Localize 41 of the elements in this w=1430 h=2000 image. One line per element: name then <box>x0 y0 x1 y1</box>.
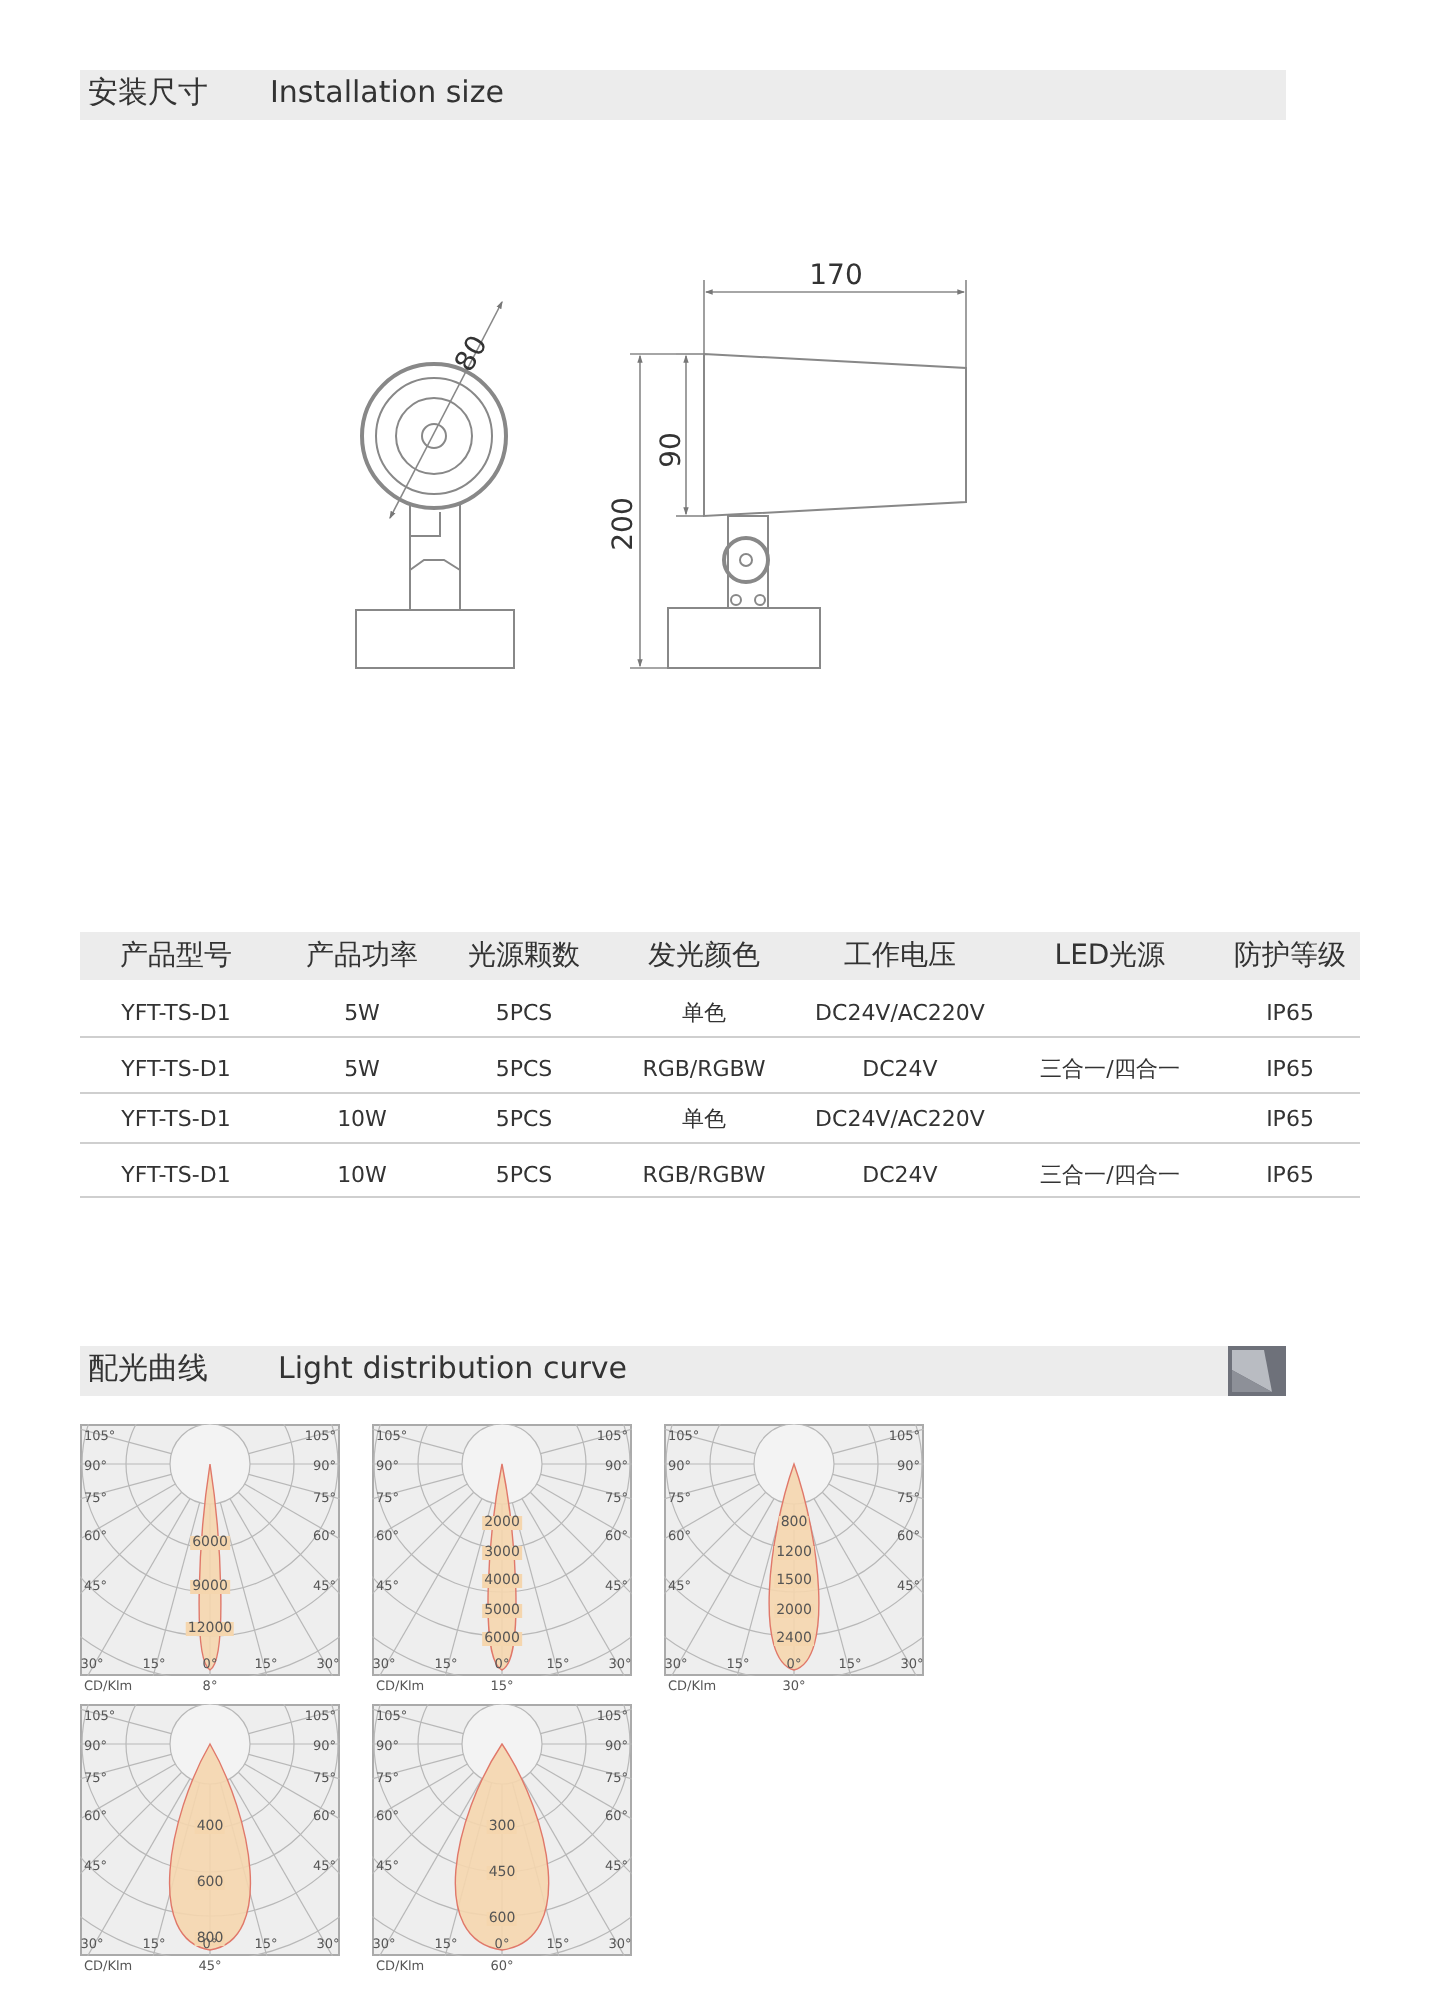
model-number: YFT-TS-D1 <box>121 1002 231 1024</box>
column-header: 发光颜色 <box>648 942 760 970</box>
dimension-label: 170 <box>809 262 863 290</box>
dimension-label: 90 <box>658 432 686 468</box>
column-header: 防护等级 <box>1234 942 1346 970</box>
protection-rating: IP65 <box>1266 1108 1314 1130</box>
voltage-value: DC24V/AC220V <box>815 1002 985 1024</box>
light-source-value: 三合一/四合一 <box>1040 1164 1180 1186</box>
column-header: LED光源 <box>1054 942 1166 970</box>
protection-rating: IP65 <box>1266 1002 1314 1024</box>
section-heading: Light distribution curve <box>278 1354 627 1384</box>
color-value: 单色 <box>682 1108 726 1130</box>
protection-rating: IP65 <box>1266 1058 1314 1080</box>
dimension-label: 80 <box>450 331 494 377</box>
voltage-value: DC24V <box>862 1058 938 1080</box>
column-header: 产品功率 <box>306 942 418 970</box>
column-header: 产品型号 <box>120 942 232 970</box>
quantity-value: 5PCS <box>495 1058 553 1080</box>
quantity-value: 5PCS <box>495 1108 553 1130</box>
light-source-value: 三合一/四合一 <box>1040 1058 1180 1080</box>
quantity-value: 5PCS <box>495 1164 553 1186</box>
column-header: 工作电压 <box>844 942 956 970</box>
protection-rating: IP65 <box>1266 1164 1314 1186</box>
color-value: RGB/RGBW <box>642 1164 766 1186</box>
color-value: RGB/RGBW <box>642 1058 766 1080</box>
model-number: YFT-TS-D1 <box>121 1108 231 1130</box>
power-value: 5W <box>344 1002 380 1024</box>
column-header: 光源颗数 <box>468 942 580 970</box>
model-number: YFT-TS-D1 <box>121 1164 231 1186</box>
section-heading: Installation size <box>270 78 504 108</box>
quantity-value: 5PCS <box>495 1002 553 1024</box>
power-value: 10W <box>337 1164 387 1186</box>
power-value: 10W <box>337 1108 387 1130</box>
voltage-value: DC24V <box>862 1164 938 1186</box>
section-heading: 配光曲线 <box>88 1354 208 1384</box>
dimension-label: 200 <box>610 497 638 551</box>
voltage-value: DC24V/AC220V <box>815 1108 985 1130</box>
power-value: 5W <box>344 1058 380 1080</box>
color-value: 单色 <box>682 1002 726 1024</box>
model-number: YFT-TS-D1 <box>121 1058 231 1080</box>
section-heading: 安装尺寸 <box>88 78 208 108</box>
